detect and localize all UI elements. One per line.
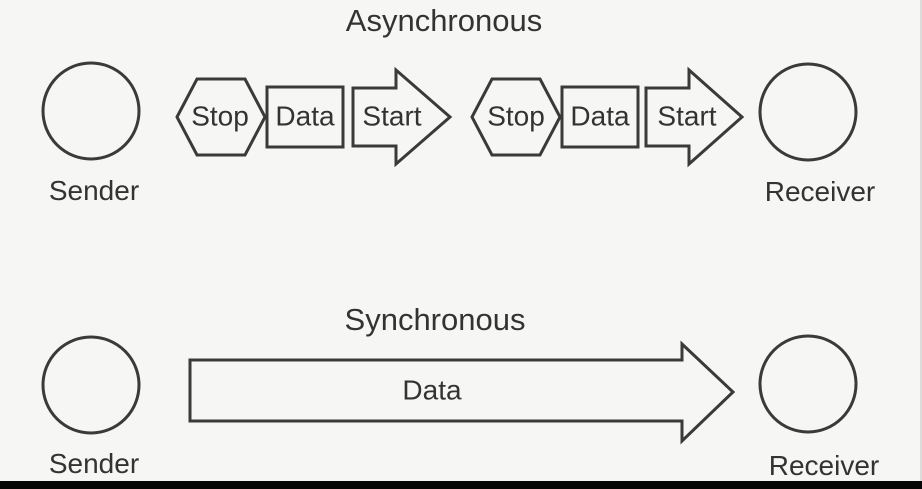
async-frame1-data-label: Data <box>275 100 335 132</box>
sync-receiver-circle <box>758 334 858 434</box>
async-sender-label: Sender <box>48 175 140 206</box>
async-frame1-stop-label: Stop <box>191 100 249 132</box>
right-edge-line <box>920 0 922 489</box>
synchronous-title: Synchronous <box>344 302 526 337</box>
async-frame2-data-box <box>560 85 640 149</box>
asynchronous-title: Asynchronous <box>345 3 543 38</box>
sync-data-label: Data <box>402 374 462 406</box>
async-frame1-start-label: Start <box>362 100 422 132</box>
async-sender-circle <box>41 61 141 161</box>
sync-data-arrow <box>188 340 736 445</box>
async-frame2-start-label: Start <box>657 100 717 132</box>
sync-sender-label: Sender <box>48 448 140 479</box>
async-frame2-stop-label: Stop <box>487 100 545 132</box>
sync-sender-circle <box>41 335 141 435</box>
async-receiver-circle <box>758 62 858 162</box>
async-frame2-start-arrow <box>644 66 745 168</box>
async-receiver-label: Receiver <box>764 176 876 207</box>
async-frame2-data-label: Data <box>570 100 630 132</box>
bottom-bar <box>0 481 922 489</box>
sync-receiver-label: Receiver <box>768 450 880 481</box>
async-frame1-start-arrow <box>351 66 453 168</box>
async-frame2-stop-hexagon <box>470 77 562 157</box>
async-frame1-stop-hexagon <box>175 77 267 157</box>
async-frame1-data-box <box>265 85 345 149</box>
